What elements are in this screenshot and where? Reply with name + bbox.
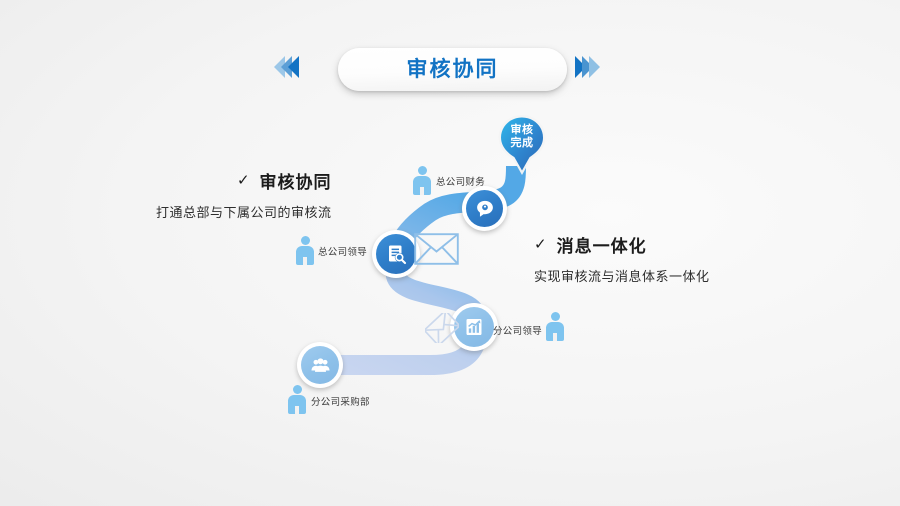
callout-message-heading: 消息一体化 bbox=[556, 237, 647, 257]
node-message[interactable] bbox=[462, 186, 507, 231]
person-icon-hq-leader bbox=[296, 236, 314, 265]
chevrons-right-icon bbox=[575, 56, 600, 78]
callout-message-heading-row: ✓ 消息一体化 bbox=[534, 232, 710, 258]
callout-audit-subtitle: 打通总部与下属公司的审核流 bbox=[156, 206, 332, 221]
slide-header: 审核协同 bbox=[262, 22, 642, 91]
person-icon-finance bbox=[413, 166, 431, 195]
node-review[interactable] bbox=[372, 230, 420, 278]
bar-chart-growth-icon bbox=[466, 319, 482, 335]
callout-audit-heading: 审核协同 bbox=[259, 173, 332, 193]
check-icon: ✓ bbox=[534, 235, 548, 253]
document-search-icon bbox=[389, 245, 407, 265]
role-label-finance: 总公司财务 bbox=[436, 177, 486, 188]
role-label-branch-leader: 分公司领导 bbox=[493, 326, 543, 337]
envelope-icon bbox=[423, 309, 461, 347]
chat-bubble-icon bbox=[476, 200, 493, 217]
callout-audit: ✓ 审核协同 打通总部与下属公司的审核流 bbox=[156, 168, 332, 222]
users-group-icon bbox=[310, 357, 330, 372]
end-marker-label: 审核 完成 bbox=[496, 123, 548, 149]
envelope-icon bbox=[414, 233, 459, 265]
person-icon-purchasing bbox=[288, 385, 306, 414]
envelope-upper bbox=[414, 233, 459, 270]
end-marker-label-line1: 审核 bbox=[510, 123, 534, 136]
page-title: 审核协同 bbox=[406, 57, 499, 81]
end-marker-label-line2: 完成 bbox=[510, 136, 534, 149]
callout-message-subtitle: 实现审核流与消息体系一体化 bbox=[534, 270, 710, 285]
role-label-purchasing: 分公司采购部 bbox=[311, 397, 370, 408]
map-pin-icon bbox=[498, 115, 546, 175]
person-icon-branch-leader bbox=[546, 312, 564, 341]
node-group[interactable] bbox=[297, 342, 343, 388]
title-pill: 审核协同 bbox=[338, 48, 567, 91]
role-label-hq-leader: 总公司领导 bbox=[318, 247, 368, 258]
callout-audit-heading-row: ✓ 审核协同 bbox=[156, 168, 332, 194]
envelope-lower bbox=[423, 309, 461, 348]
end-marker-pin: 审核 完成 bbox=[496, 114, 548, 176]
callout-message: ✓ 消息一体化 实现审核流与消息体系一体化 bbox=[534, 232, 710, 286]
chevrons-left-icon bbox=[274, 56, 299, 78]
check-icon: ✓ bbox=[236, 171, 251, 189]
